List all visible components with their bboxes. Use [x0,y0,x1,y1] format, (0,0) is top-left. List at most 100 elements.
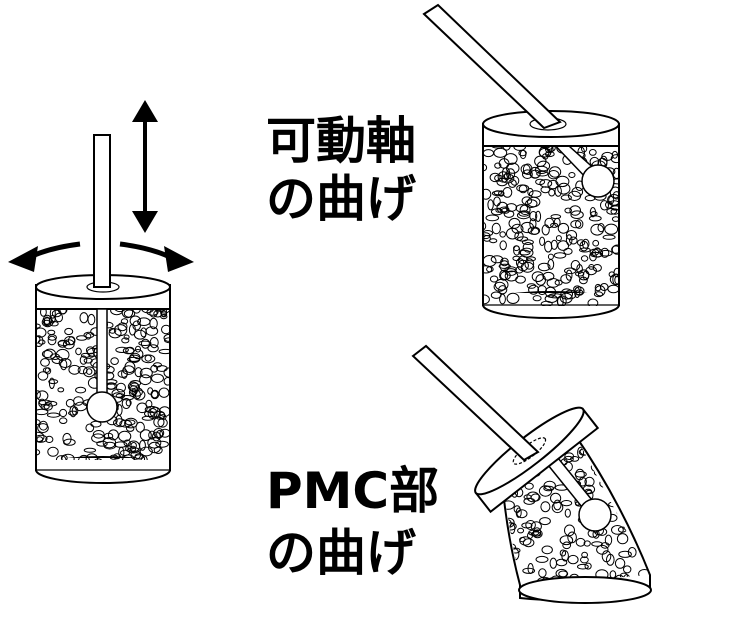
shaft-bend-tilted-shaft [422,3,562,130]
pellet [134,367,143,378]
pellet [522,242,534,253]
pellet [483,149,495,158]
pellet [513,245,521,256]
pellet [610,435,618,445]
pellet [573,285,582,293]
pellet [612,167,619,179]
pellet [141,415,155,421]
pellet [535,274,547,286]
pellet [110,357,119,366]
pellet [548,166,562,178]
pellet [526,256,536,262]
pellet [611,525,624,535]
pellet [528,529,540,536]
pellet [114,441,128,448]
pellet [623,565,632,574]
pellet [510,175,520,186]
pellet [113,418,127,428]
pellet [485,214,500,222]
pellet [503,570,508,582]
pellet [37,371,49,381]
pellet [516,184,530,192]
pellet [604,223,619,235]
pellet [614,275,619,285]
pellet [522,538,535,548]
pellet [490,255,504,264]
shaft-bend-inner-shaft [546,137,615,198]
pellet [539,517,551,526]
pellet [637,462,646,473]
pellet [503,575,513,583]
pellet [612,273,619,286]
pellet [126,447,140,454]
pellet [75,347,82,356]
pellet [43,402,53,411]
pellet [483,265,493,274]
pellet [123,439,131,447]
pellet [130,442,137,449]
vertical-double-arrow-icon [132,100,158,233]
pellet [153,362,162,368]
pellet [152,431,161,442]
pellet [627,453,639,461]
pellet [88,352,95,358]
pellet [620,445,634,454]
pellet [92,430,105,439]
pellet [581,551,588,559]
pellet [546,278,560,288]
pellet [57,387,65,393]
pellet [85,423,95,433]
pellet [625,492,634,503]
pellet [129,315,142,327]
pellet [613,465,626,477]
pellet [36,434,48,443]
pellet [124,417,138,429]
pellet [640,482,647,491]
pellet [570,210,584,219]
pellet [530,531,542,537]
pellet [581,238,590,249]
pellet [148,430,156,440]
pellet [541,224,550,236]
pellet [520,221,535,234]
pellet [561,550,569,562]
pellet [630,510,644,521]
pellet [139,374,152,386]
pellet [614,485,625,494]
pellet [607,194,619,206]
pellet [560,274,572,284]
pellet [635,435,647,441]
pellet [36,408,49,416]
pellet [616,533,629,545]
pellet [36,449,41,456]
pellet [530,227,540,235]
pellet [64,327,74,336]
pellet [597,223,605,233]
pellet [588,149,597,156]
pellet [532,529,543,539]
pellet [551,501,564,514]
pellet [559,549,567,557]
pellet [549,557,557,569]
pellet [139,367,153,379]
pellet [62,432,72,445]
pellet [571,186,584,197]
pellet [57,339,68,348]
pellet [529,166,541,179]
pellet [637,486,645,493]
pellet [60,359,68,371]
pellet [579,276,588,285]
pmc-bend-label-line2: の曲げ [266,524,416,582]
pellet [563,247,573,255]
pellet [608,271,615,278]
pellet [511,223,524,234]
pellet [535,555,549,563]
pellet [523,497,536,505]
pellet [158,348,170,355]
pellet [37,423,49,434]
pellet [483,232,491,240]
pellet [68,364,81,375]
pellet [633,518,646,525]
pellet [601,550,612,563]
